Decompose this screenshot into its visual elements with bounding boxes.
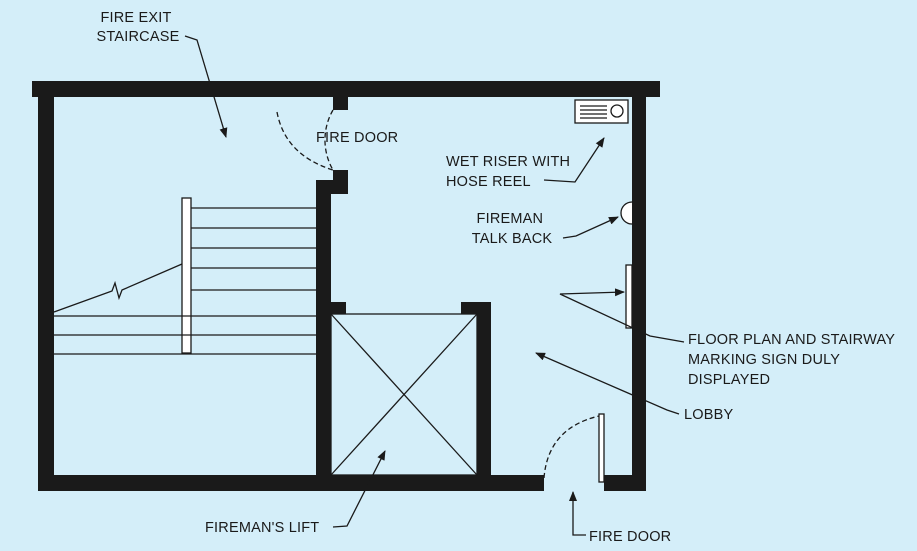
fire-exit-staircase-label: FIRE EXIT STAIRCASE	[97, 10, 180, 45]
stair-break-line	[53, 263, 183, 313]
leader-lines	[184, 35, 685, 536]
fireman-lift-shaft	[330, 313, 478, 476]
left-wall	[38, 81, 54, 491]
fire-door-bottom-label: FIRE DOOR	[589, 529, 671, 545]
fireman-talk-back-label: FIREMAN TALK BACK	[472, 211, 553, 247]
stair-partition-wall	[316, 180, 331, 485]
lift-top-stub-left	[316, 302, 346, 314]
fire-door-top-label: FIRE DOOR	[316, 130, 398, 146]
walls	[32, 81, 660, 491]
wet-riser-icon	[574, 99, 629, 124]
fireman-lift-label: FIREMAN'S LIFT	[205, 520, 319, 536]
sign-board-icon	[625, 264, 633, 329]
partition-cap	[316, 180, 348, 194]
lift-right-wall	[477, 302, 491, 485]
bottom-wall-left	[38, 475, 544, 491]
stair-handrail	[181, 197, 192, 354]
fire-door-bottom-leaf	[598, 413, 605, 483]
right-wall	[632, 81, 646, 491]
fire-door-bottom-swing	[543, 415, 600, 479]
door-jamb-top	[333, 93, 348, 110]
talk-back-icon	[620, 201, 633, 225]
lobby-label: LOBBY	[684, 407, 733, 423]
fire-door-top-swing	[324, 109, 334, 171]
top-wall	[32, 81, 660, 97]
floor-plan-sign-label: FLOOR PLAN AND STAIRWAY MARKING SIGN DUL…	[688, 332, 899, 388]
staircase	[53, 197, 316, 355]
fire-door-top-arc	[276, 111, 334, 171]
wet-riser-label: WET RISER WITH HOSE REEL	[446, 154, 574, 190]
